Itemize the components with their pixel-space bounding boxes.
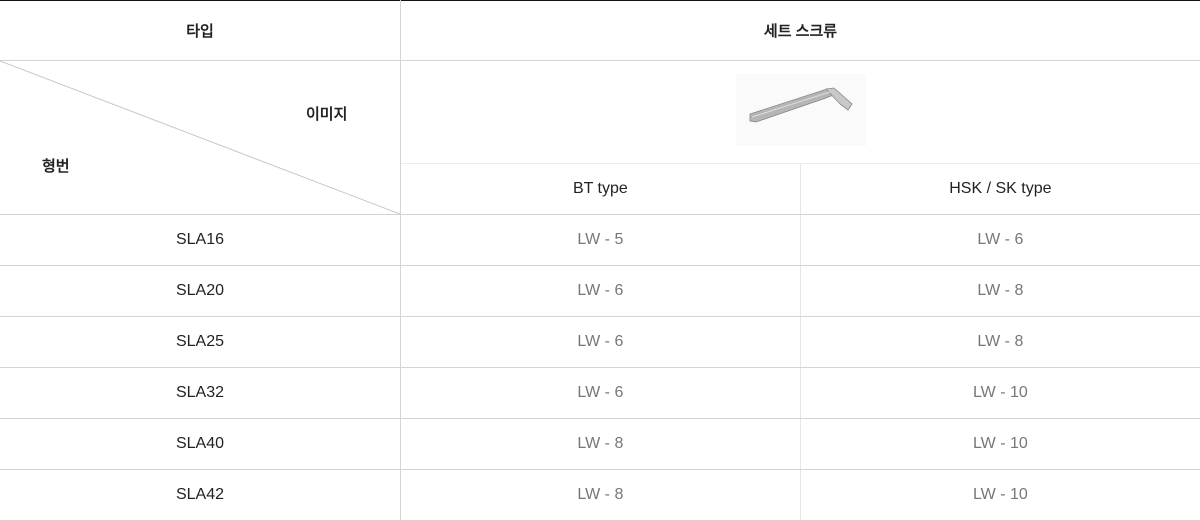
table-row: SLA40 LW - 8 LW - 10: [0, 418, 1200, 470]
model-cell: SLA40: [0, 418, 401, 470]
product-header: 세트 스크류: [400, 0, 1200, 61]
type-header: 타입: [0, 0, 401, 61]
hex-key-icon: [735, 73, 866, 146]
model-cell: SLA16: [0, 214, 401, 266]
bt-cell: LW - 5: [400, 214, 801, 266]
subheader-row: BT type HSK / SK type: [0, 163, 1200, 215]
hsk-cell: LW - 10: [800, 469, 1200, 521]
hsk-type-header: HSK / SK type: [800, 163, 1200, 215]
table-row: SLA20 LW - 6 LW - 8: [0, 265, 1200, 317]
model-cell: SLA32: [0, 367, 401, 419]
bt-cell: LW - 8: [400, 418, 801, 470]
bt-type-header: BT type: [400, 163, 801, 215]
diagonal-line: [0, 60, 401, 215]
table-row: SLA42 LW - 8 LW - 10: [0, 469, 1200, 521]
table-row: SLA16 LW - 5 LW - 6: [0, 214, 1200, 266]
hsk-cell: LW - 8: [800, 316, 1200, 368]
hsk-cell: LW - 8: [800, 265, 1200, 317]
hsk-cell: LW - 10: [800, 367, 1200, 419]
model-cell: SLA25: [0, 316, 401, 368]
hsk-cell: LW - 10: [800, 418, 1200, 470]
model-cell: SLA42: [0, 469, 401, 521]
model-cell: SLA20: [0, 265, 401, 317]
header-row: 타입 세트 스크류: [0, 0, 1200, 61]
image-row: 이미지 형번: [0, 60, 1200, 215]
bt-cell: LW - 6: [400, 316, 801, 368]
table-row: SLA25 LW - 6 LW - 8: [0, 316, 1200, 368]
bt-cell: LW - 8: [400, 469, 801, 521]
bt-cell: LW - 6: [400, 265, 801, 317]
model-label: 형번: [42, 158, 70, 175]
bt-cell: LW - 6: [400, 367, 801, 419]
image-cell: [400, 60, 1200, 164]
table-row: SLA32 LW - 6 LW - 10: [0, 367, 1200, 419]
corner-cell: 이미지 형번: [0, 60, 401, 215]
image-label: 이미지: [306, 106, 348, 123]
hsk-cell: LW - 6: [800, 214, 1200, 266]
